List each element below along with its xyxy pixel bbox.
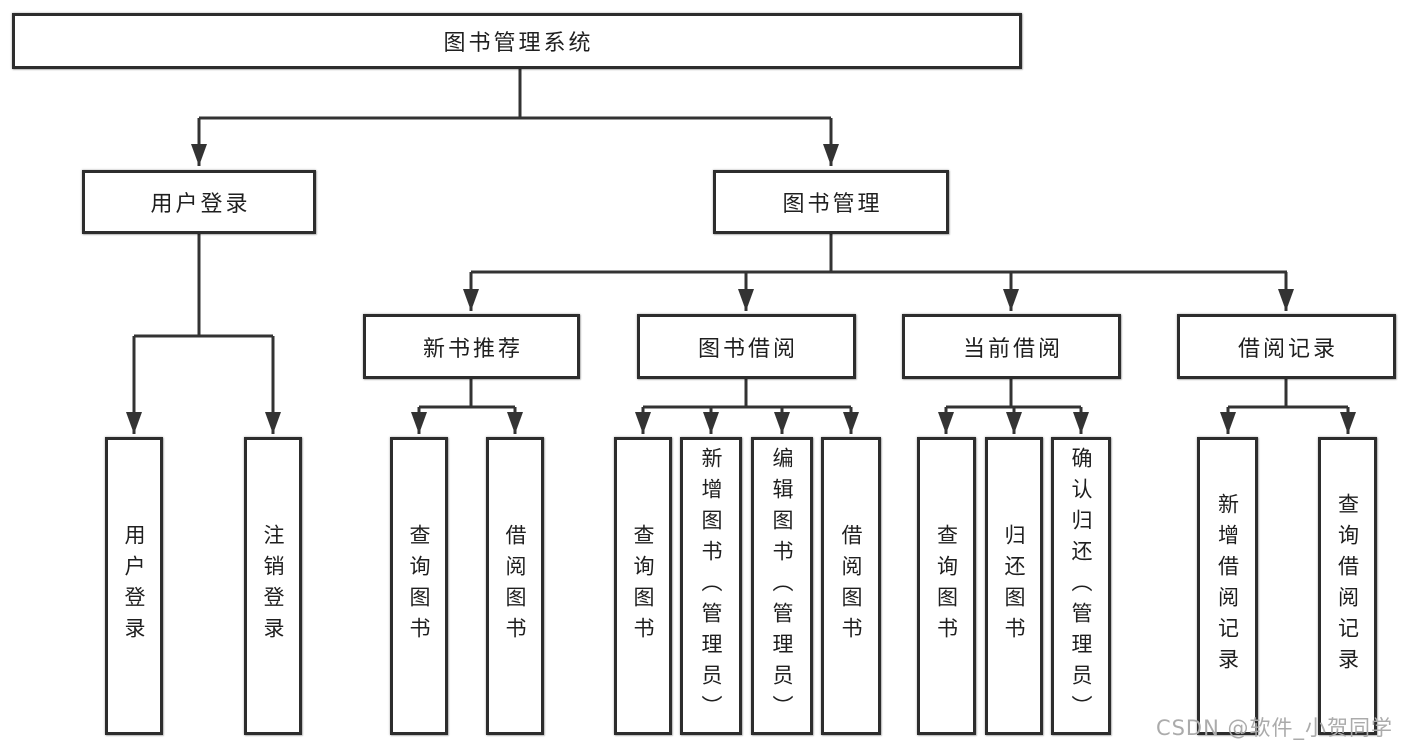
leaf-edit-book-admin-label: 编辑图书（管理员） xyxy=(770,446,795,726)
connector-bookborrow-rail xyxy=(643,378,851,409)
leaf-return-books: 归还图书 xyxy=(985,437,1043,735)
node-book-management: 图书管理 xyxy=(713,170,949,234)
leaf-search-books-1: 查询图书 xyxy=(390,437,448,735)
leaf-search-books-2-label: 查询图书 xyxy=(631,524,656,648)
leaf-borrow-books-1-label: 借阅图书 xyxy=(503,524,528,648)
leaf-borrow-books-2: 借阅图书 xyxy=(821,437,881,735)
node-user-login-label: 用户登录 xyxy=(150,192,251,217)
leaf-add-book-admin-label: 新增图书（管理员） xyxy=(699,446,724,726)
node-library-system: 图书管理系统 xyxy=(12,13,1022,69)
connector-currentborrow-rail xyxy=(946,378,1081,409)
leaf-logout-label: 注销登录 xyxy=(261,524,286,648)
connector-bookmgmt-rail xyxy=(471,233,1287,274)
connector-userlogin-rail xyxy=(134,233,273,338)
node-book-borrowing-label: 图书借阅 xyxy=(697,336,798,362)
leaf-borrow-books-2-label: 借阅图书 xyxy=(839,524,864,648)
leaf-search-books-3-label: 查询图书 xyxy=(934,524,959,648)
node-borrow-records: 借阅记录 xyxy=(1177,314,1396,379)
leaf-logout: 注销登录 xyxy=(244,437,302,735)
connector-root-rail xyxy=(199,68,831,120)
leaf-borrow-books-1: 借阅图书 xyxy=(486,437,544,735)
leaf-add-borrow-record: 新增借阅记录 xyxy=(1197,437,1258,735)
leaf-add-borrow-record-label: 新增借阅记录 xyxy=(1215,493,1240,679)
leaf-search-books-3: 查询图书 xyxy=(917,437,976,735)
leaf-edit-book-admin: 编辑图书（管理员） xyxy=(751,437,813,735)
node-book-management-label: 图书管理 xyxy=(782,192,883,217)
leaf-confirm-return-admin: 确认归还（管理员） xyxy=(1051,437,1111,735)
leaf-search-borrow-record-label: 查询借阅记录 xyxy=(1335,493,1360,679)
node-library-system-label: 图书管理系统 xyxy=(443,31,594,56)
leaf-search-books-1-label: 查询图书 xyxy=(407,524,432,648)
node-new-book-recommend-label: 新书推荐 xyxy=(422,336,523,362)
node-user-login: 用户登录 xyxy=(82,170,316,234)
leaf-return-books-label: 归还图书 xyxy=(1002,524,1027,648)
leaf-user-login-label: 用户登录 xyxy=(122,524,147,648)
leaf-search-books-2: 查询图书 xyxy=(614,437,672,735)
connector-newbooks-rail xyxy=(419,378,515,409)
node-current-borrowing-label: 当前借阅 xyxy=(962,336,1063,362)
connector-borrowrecords-rail xyxy=(1228,378,1348,409)
leaf-search-borrow-record: 查询借阅记录 xyxy=(1318,437,1377,735)
leaf-confirm-return-admin-label: 确认归还（管理员） xyxy=(1069,446,1094,726)
node-book-borrowing: 图书借阅 xyxy=(637,314,856,379)
node-new-book-recommend: 新书推荐 xyxy=(363,314,580,379)
leaf-user-login: 用户登录 xyxy=(105,437,163,735)
leaf-add-book-admin: 新增图书（管理员） xyxy=(680,437,742,735)
node-borrow-records-label: 借阅记录 xyxy=(1237,336,1338,362)
node-current-borrowing: 当前借阅 xyxy=(902,314,1121,379)
